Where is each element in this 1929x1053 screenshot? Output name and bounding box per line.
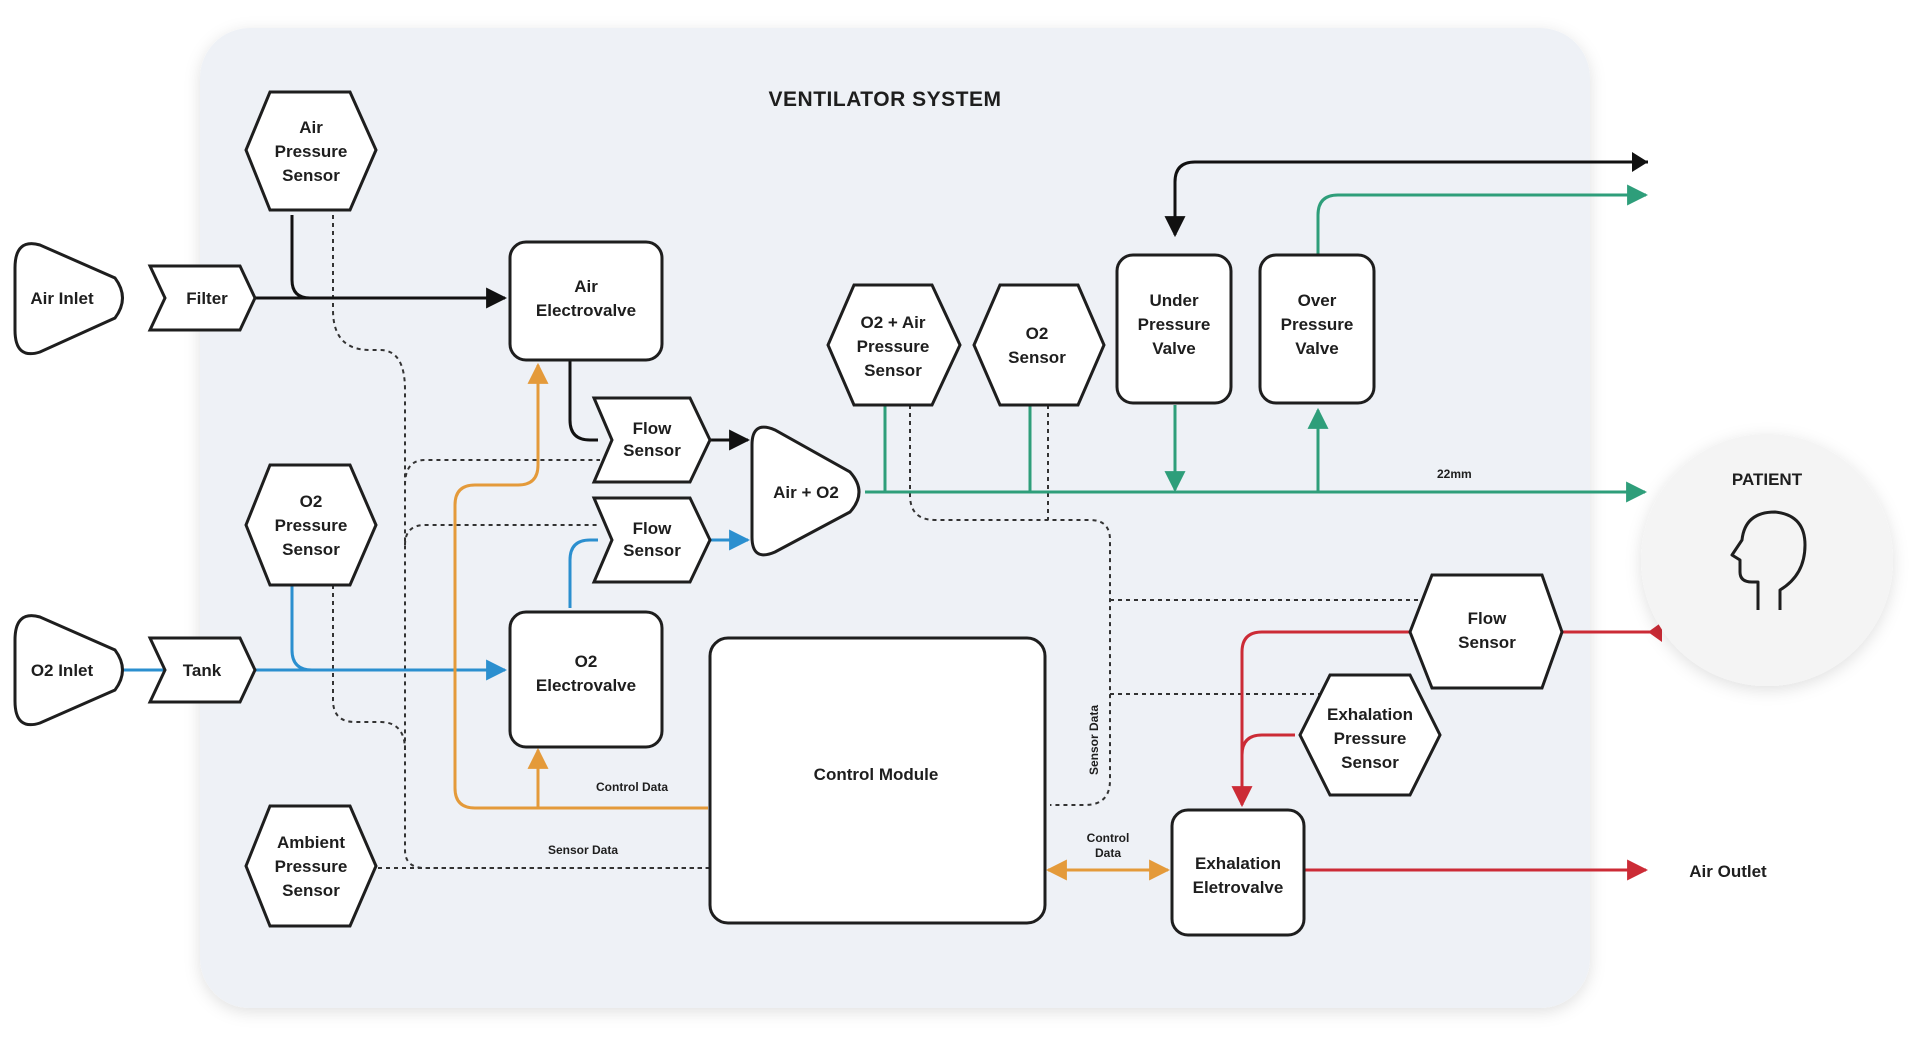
flow-sensor-3-node: Flow Sensor: [1408, 573, 1564, 690]
flow-sensor-3-label-2: Sensor: [1458, 633, 1516, 652]
flow-sensor-2-label-2: Sensor: [623, 541, 681, 560]
flow-sensor-1-label-2: Sensor: [623, 441, 681, 460]
sensor-data-label: Sensor Data: [548, 843, 618, 857]
exhalation-pressure-sensor-node: Exhalation Pressure Sensor: [1298, 673, 1442, 797]
air-electrovalve-label-2: Electrovalve: [536, 301, 636, 320]
control-lines: [453, 362, 1171, 881]
o2-air-pressure-sensor-label-2: Pressure: [857, 337, 930, 356]
o2-inlet-label: O2 Inlet: [31, 661, 94, 680]
o2-pressure-sensor-label-3: Sensor: [282, 540, 340, 559]
o2-electrovalve-label-1: O2: [575, 652, 598, 671]
control-module-node: Control Module: [708, 636, 1047, 925]
o2-electrovalve-label-2: Electrovalve: [536, 676, 636, 695]
flow-sensor-1-node: Flow Sensor: [591, 396, 712, 484]
o2-pressure-sensor-label-1: O2: [300, 492, 323, 511]
flow-sensor-3-label-1: Flow: [1468, 609, 1507, 628]
control-data-label: Control Data: [596, 780, 668, 794]
diagram-title: VENTILATOR SYSTEM: [769, 88, 1002, 111]
exhalation-pressure-sensor-label-3: Sensor: [1341, 753, 1399, 772]
under-pressure-valve-node: Under Pressure Valve: [1115, 253, 1233, 405]
air-electrovalve-node: Air Electrovalve: [508, 240, 664, 362]
air-pressure-sensor-label-1: Air: [299, 118, 323, 137]
exhalation-electrovalve-label-1: Exhalation: [1195, 854, 1281, 873]
o2-inlet-node: O2 Inlet: [13, 614, 124, 727]
tube-size-label: 22mm: [1437, 467, 1472, 481]
exhalation-electrovalve-label-2: Eletrovalve: [1193, 878, 1284, 897]
o2-sensor-label-1: O2: [1026, 324, 1049, 343]
exhalation-pressure-sensor-label-2: Pressure: [1334, 729, 1407, 748]
ambient-pressure-sensor-label-2: Pressure: [275, 857, 348, 876]
flow-sensor-2-label-1: Flow: [633, 519, 672, 538]
head-profile-icon: [1730, 510, 1807, 610]
air-electrovalve-label-1: Air: [574, 277, 598, 296]
air-o2-mixer-label: Air + O2: [773, 483, 839, 502]
tank-node: Tank: [147, 636, 257, 704]
flow-sensor-1-label-1: Flow: [633, 419, 672, 438]
patient-label: PATIENT: [1732, 470, 1803, 489]
ambient-pressure-sensor-label-1: Ambient: [277, 833, 345, 852]
o2-pressure-sensor-node: O2 Pressure Sensor: [244, 463, 378, 587]
control-module-label: Control Module: [814, 765, 939, 784]
over-pressure-valve-label-3: Valve: [1295, 339, 1339, 358]
tank-label: Tank: [183, 661, 222, 680]
sensor-data-lines: [332, 215, 1420, 869]
air-lines: [255, 152, 1648, 451]
under-pressure-valve-label-3: Valve: [1152, 339, 1196, 358]
o2-air-pressure-sensor-label-3: Sensor: [864, 361, 922, 380]
o2-electrovalve-node: O2 Electrovalve: [508, 610, 664, 749]
air-outlet-label: Air Outlet: [1689, 862, 1767, 881]
air-inlet-label: Air Inlet: [30, 289, 94, 308]
o2-pressure-sensor-label-2: Pressure: [275, 516, 348, 535]
o2-sensor-node: O2 Sensor: [972, 283, 1106, 407]
over-pressure-valve-label-1: Over: [1298, 291, 1337, 310]
return-arrow-icon: [1632, 152, 1648, 172]
over-pressure-valve-label-2: Pressure: [1281, 315, 1354, 334]
under-pressure-valve-label-1: Under: [1149, 291, 1199, 310]
patient-node: PATIENT: [1641, 434, 1893, 686]
exhale-in-arrow-icon: [1648, 622, 1662, 642]
air-pressure-sensor-label-2: Pressure: [275, 142, 348, 161]
o2-sensor-label-2: Sensor: [1008, 348, 1066, 367]
o2-air-pressure-sensor-label-1: O2 + Air: [860, 313, 925, 332]
o2-air-pressure-sensor-node: O2 + Air Pressure Sensor: [826, 283, 962, 407]
mixed-lines: [865, 184, 1649, 503]
ambient-pressure-sensor-label-3: Sensor: [282, 881, 340, 900]
ambient-pressure-sensor-node: Ambient Pressure Sensor: [244, 804, 378, 928]
exhalation-electrovalve-node: Exhalation Eletrovalve: [1170, 808, 1306, 937]
air-inlet-node: Air Inlet: [13, 242, 124, 356]
over-pressure-valve-node: Over Pressure Valve: [1258, 253, 1376, 405]
air-pressure-sensor-node: Air Pressure Sensor: [244, 90, 378, 212]
exhalation-pressure-sensor-label-1: Exhalation: [1327, 705, 1413, 724]
control-data-label-2a: Control: [1087, 831, 1130, 845]
under-pressure-valve-label-2: Pressure: [1138, 315, 1211, 334]
flow-sensor-2-node: Flow Sensor: [591, 496, 712, 584]
air-pressure-sensor-label-3: Sensor: [282, 166, 340, 185]
air-o2-mixer-node: Air + O2: [750, 425, 861, 557]
filter-node: Filter: [147, 264, 257, 332]
sensor-data-vertical-label: Sensor Data: [1087, 705, 1101, 775]
control-data-label-2b: Data: [1095, 846, 1121, 860]
filter-label: Filter: [186, 289, 228, 308]
